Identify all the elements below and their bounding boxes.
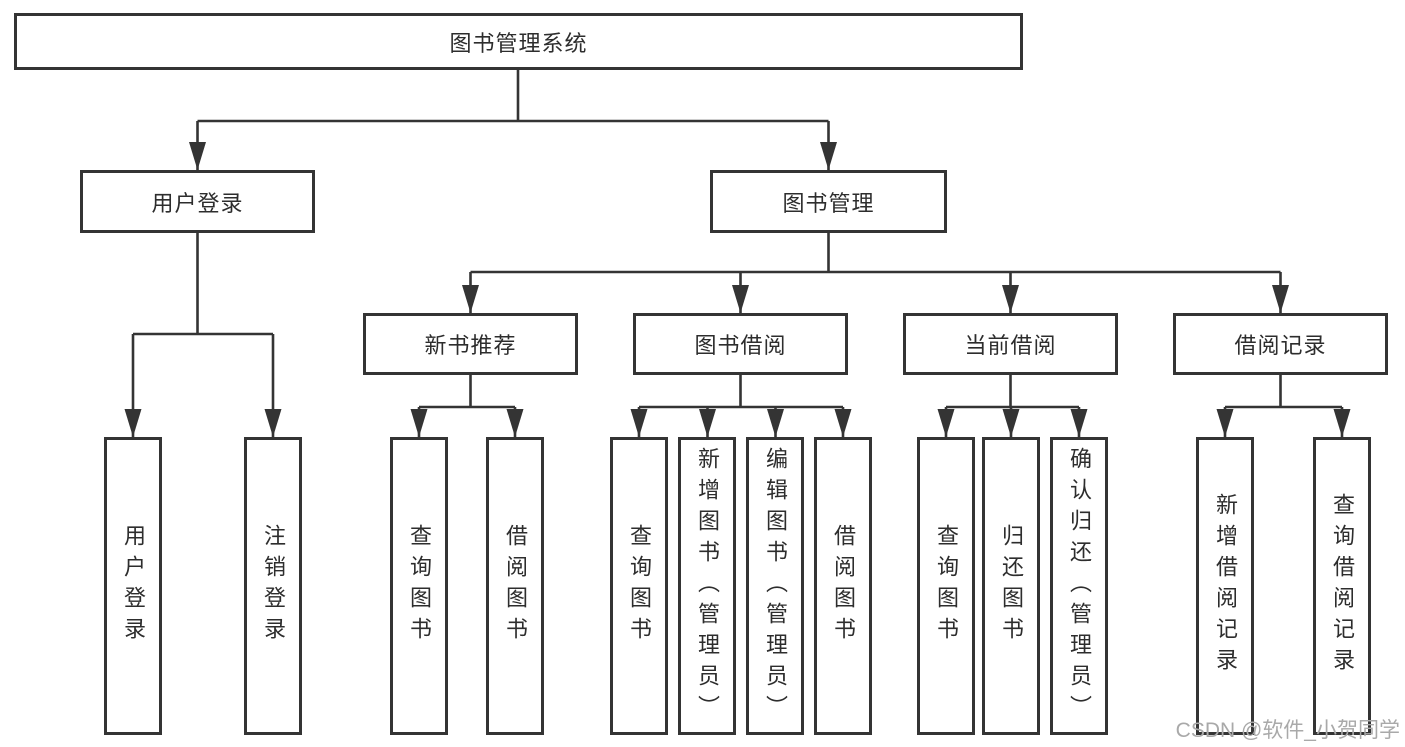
node-label: 查询图书: [407, 524, 432, 648]
node-user-login: 用户登录: [80, 170, 315, 233]
leaf-borrow-books: 借阅图书: [814, 437, 872, 735]
node-label: 图书管理系统: [449, 30, 588, 56]
node-label: 图书管理: [782, 190, 875, 216]
leaf-edit-books-admin: 编辑图书（管理员）: [746, 437, 804, 735]
node-label: 借阅图书: [503, 524, 528, 648]
leaf-add-borrow-record: 新增借阅记录: [1196, 437, 1254, 735]
leaf-add-books-admin: 新增图书（管理员）: [678, 437, 736, 735]
node-label: 注销登录: [261, 524, 286, 648]
node-label: 当前借阅: [964, 333, 1057, 358]
node-label: 图书借阅: [694, 333, 787, 358]
node-current-borrowing: 当前借阅: [903, 313, 1118, 375]
leaf-query-books-borrowing: 查询图书: [610, 437, 668, 735]
leaf-query-borrow-record: 查询借阅记录: [1313, 437, 1371, 735]
leaf-confirm-return-admin: 确认归还（管理员）: [1050, 437, 1108, 735]
node-library-management-system: 图书管理系统: [14, 13, 1023, 70]
node-label: 新增借阅记录: [1213, 493, 1238, 679]
leaf-query-books-current: 查询图书: [917, 437, 975, 735]
node-label: 新增图书（管理员）: [695, 446, 720, 726]
node-label: 借阅图书: [831, 524, 856, 648]
node-borrowing-records: 借阅记录: [1173, 313, 1388, 375]
leaf-user-login: 用户登录: [104, 437, 162, 735]
node-book-management: 图书管理: [710, 170, 947, 233]
node-label: 新书推荐: [424, 333, 517, 358]
node-label: 归还图书: [999, 524, 1024, 648]
node-label: 用户登录: [151, 190, 244, 216]
node-label: 用户登录: [121, 524, 146, 648]
arrowheads: [124, 142, 1351, 437]
node-label: 借阅记录: [1234, 333, 1327, 358]
node-label: 确认归还（管理员）: [1067, 446, 1092, 726]
node-book-borrowing: 图书借阅: [633, 313, 848, 375]
node-label: 查询借阅记录: [1330, 493, 1355, 679]
leaf-borrow-books-recommend: 借阅图书: [486, 437, 544, 735]
leaf-query-books-recommend: 查询图书: [390, 437, 448, 735]
node-label: 查询图书: [627, 524, 652, 648]
node-label: 查询图书: [934, 524, 959, 648]
leaf-return-books: 归还图书: [982, 437, 1040, 735]
csdn-watermark: CSDN @软件_小贺同学: [1175, 719, 1400, 742]
node-label: 编辑图书（管理员）: [763, 446, 788, 726]
node-new-book-recommendation: 新书推荐: [363, 313, 578, 375]
leaf-logout: 注销登录: [244, 437, 302, 735]
